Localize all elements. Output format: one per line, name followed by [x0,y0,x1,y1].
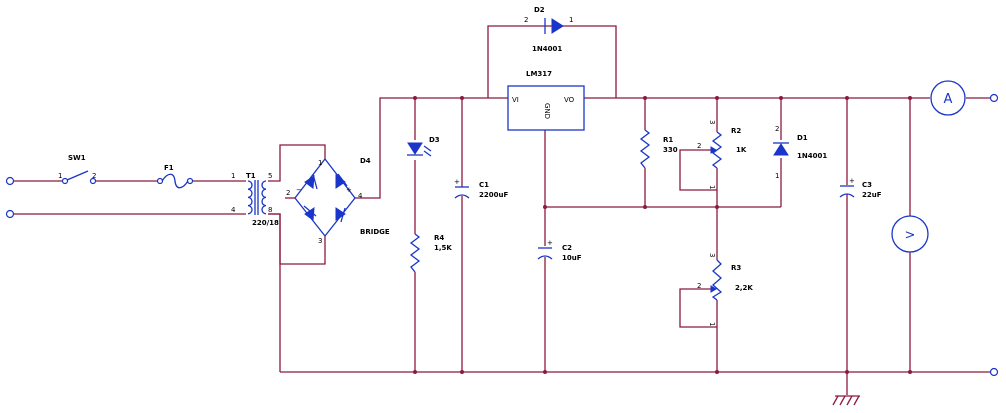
ammeter-symbol: A [944,92,953,107]
led-d3: D3 [407,136,440,157]
t1-value: 220/18 [252,219,279,227]
r2-pin3: 3 [708,120,716,124]
svg-text:+: + [454,178,460,186]
r3-value: 2,2K [735,284,753,292]
u1-vo: VO [564,96,575,104]
svg-text:+: + [849,177,855,185]
capacitor-c3: + C3 22uF [839,177,882,199]
r3-ref: R3 [731,264,741,272]
voltmeter-symbol: > [905,228,916,243]
t1-ref: T1 [246,172,256,180]
input-terminals [5,176,15,219]
output-terminals [989,93,999,377]
bridge-rectifier-d4: D4 BRIDGE 1 2 3 4 − + [285,157,390,250]
d4-pin4: 4 [358,192,363,200]
wires [14,25,990,395]
d1-ref: D1 [797,134,808,142]
fuse-f1: F1 [156,164,194,189]
potentiometer-r3: R3 2,2K 3 2 1 [697,253,753,326]
t1-pin4: 4 [231,206,236,214]
svg-text:+: + [547,239,553,247]
u1-vi: VI [512,96,519,104]
r2-ref: R2 [731,127,741,135]
sw1-pin2: 2 [92,172,96,180]
ammeter: A [930,80,966,116]
d1-pin1: 1 [775,172,779,180]
t1-pin5: 5 [268,172,272,180]
capacitor-c1: + C1 2200uF [454,178,508,199]
transformer-t1: T1 220/18 1 4 5 8 [231,172,279,227]
t1-pin1: 1 [231,172,235,180]
d1-value: 1N4001 [797,152,827,160]
diode-d2: D2 1N4001 2 1 [524,6,573,53]
u1-value: LM317 [526,70,552,78]
d1-pin2: 2 [775,125,779,133]
d2-ref: D2 [534,6,545,14]
c1-ref: C1 [479,181,489,189]
r1-ref: R1 [663,136,673,144]
input-terminal-top [5,176,15,186]
ground-icon [832,395,860,406]
r3-pin3: 3 [708,253,716,257]
r1-value: 330 [663,146,678,154]
capacitor-c2: + C2 10uF [537,239,582,262]
d4-minus: − [296,186,302,194]
c1-value: 2200uF [479,191,508,199]
d4-plus: + [346,186,352,194]
d3-ref: D3 [429,136,440,144]
output-terminal-top [989,93,999,103]
d2-pin1: 1 [569,16,573,24]
c3-value: 22uF [862,191,882,199]
d4-pin3: 3 [318,237,322,245]
d2-value: 1N4001 [532,45,562,53]
t1-pin8: 8 [268,206,272,214]
r4-value: 1,5K [434,244,452,252]
resistor-r1: R1 330 [639,129,678,169]
r3-pin2: 2 [697,282,701,290]
r4-ref: R4 [434,234,444,242]
diode-d1: D1 1N4001 2 1 [773,125,827,180]
d4-ref: D4 [360,157,371,165]
regulator-lm317: LM317 VI VO GND [507,70,585,131]
r2-value: 1K [736,146,747,154]
d2-pin2: 2 [524,16,528,24]
sw1-pin1: 1 [58,172,62,180]
u1-gnd: GND [543,103,551,119]
resistor-r4: R4 1,5K [409,233,452,273]
junction-dots [413,96,912,374]
c3-ref: C3 [862,181,872,189]
r3-pin1: 1 [708,322,716,326]
r2-pin1: 1 [708,185,716,189]
c2-ref: C2 [562,244,572,252]
d4-pin2: 2 [286,189,290,197]
d4-pin1: 1 [318,159,322,167]
voltmeter: > [891,215,929,253]
input-terminal-bottom [5,209,15,219]
potentiometer-r2: R2 1K 3 2 1 [697,120,747,189]
r2-pin2: 2 [697,142,701,150]
sw1-ref: SW1 [68,154,86,162]
d4-value: BRIDGE [360,228,390,236]
f1-ref: F1 [164,164,174,172]
switch-sw1: SW1 1 2 [58,154,96,185]
c2-value: 10uF [562,254,582,262]
output-terminal-bottom [989,367,999,377]
